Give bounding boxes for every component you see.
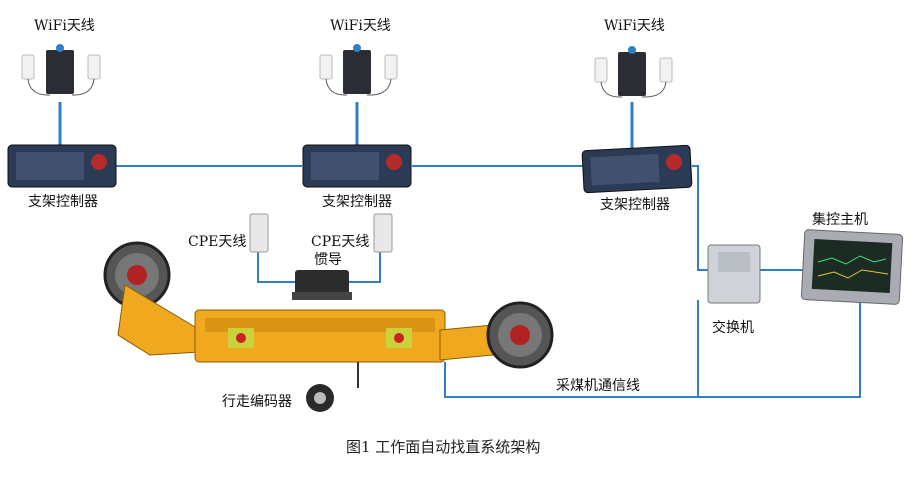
travel-encoder-label: 行走编码器 xyxy=(222,394,292,410)
central-host-device xyxy=(800,229,904,305)
inertial-nav-unit xyxy=(292,270,352,300)
travel-encoder-device xyxy=(306,362,359,412)
wifi-antenna-3 xyxy=(594,46,673,98)
wifi-antenna-label-3: WiFi天线 xyxy=(604,18,665,34)
wifi-antenna-label-1: WiFi天线 xyxy=(34,18,95,34)
support-controller-1 xyxy=(7,144,117,188)
switch-label: 交换机 xyxy=(712,320,754,336)
switch-device xyxy=(707,244,761,304)
shearer-comm-line-label: 采煤机通信线 xyxy=(556,378,640,394)
inertial-nav-label: 惯导 xyxy=(314,252,342,268)
shearer xyxy=(103,241,554,369)
figure-caption: 图1 工作面自动找直系统架构 xyxy=(346,438,541,456)
cpe-antenna-label-1: CPE天线 xyxy=(188,234,247,250)
wifi-antenna-label-2: WiFi天线 xyxy=(330,18,391,34)
shearer-body xyxy=(194,309,446,363)
central-host-label: 集控主机 xyxy=(812,212,868,228)
support-controller-3 xyxy=(581,144,693,194)
cpe-antenna-label-2: CPE天线 xyxy=(311,234,370,250)
cpe-antenna-2 xyxy=(373,213,393,253)
support-controller-label-2: 支架控制器 xyxy=(322,194,392,210)
network-links xyxy=(58,102,861,398)
support-controller-label-3: 支架控制器 xyxy=(600,197,670,213)
support-controller-label-1: 支架控制器 xyxy=(28,194,98,210)
right-cutting-drum xyxy=(486,301,554,369)
wifi-antenna-2 xyxy=(319,44,398,96)
wifi-antenna-1 xyxy=(21,44,101,96)
support-controller-2 xyxy=(302,144,412,188)
cpe-antenna-1 xyxy=(249,213,269,253)
